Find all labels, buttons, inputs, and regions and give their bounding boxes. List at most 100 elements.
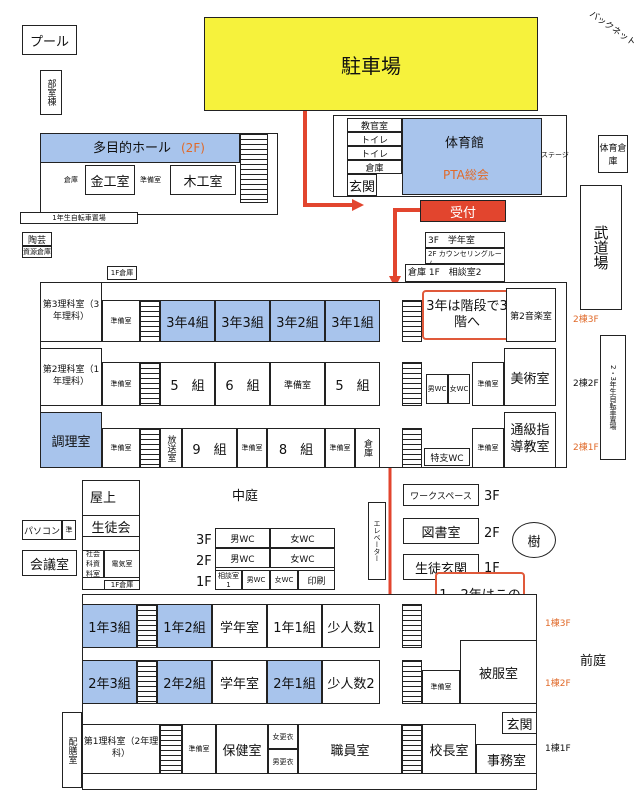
floor1-storage-2: 1F倉庫 [104,580,140,590]
bldg2-1f: 2棟1F [573,443,599,453]
library-1f: 1F [484,561,500,576]
stairs-b2-west-2 [140,362,160,406]
storage-small: 倉庫 [64,176,78,184]
parking: 駐車場 [204,17,538,111]
art-room: 美術室 [504,348,556,406]
callout-grade3: 3年は階段で3階へ [422,290,512,340]
class-3-3[interactable]: 3年3組 [215,300,270,342]
social-studies-room: 社会科資料室 [82,550,104,578]
tokushi-wc: 特支WC [424,448,470,466]
print-room: 印刷 [298,570,335,590]
rooftop: 屋上 [90,491,117,506]
storage-gym: 倉庫 [347,160,402,174]
female-wc-1f: 女WC [270,570,298,590]
stairs-b2-west [140,300,160,342]
route-arrow-reception [393,208,420,280]
grade-room-1: 学年室 [212,604,267,648]
floor1-storage: 1F倉庫 [107,266,137,280]
pool: プール [22,25,77,55]
stage-label: ステージ [541,151,569,159]
health-room: 保健室 [216,724,268,774]
stairs-b2-east-3 [402,428,422,468]
female-changing: 女更衣 [268,724,298,749]
class-6: 6 組 [215,362,270,406]
small-group-2: 少人数2 [322,660,380,704]
female-wc-3f: 女WC [270,528,335,548]
junbi-9: 準備室 [237,428,267,468]
class-3-4[interactable]: 3年4組 [160,300,215,342]
class-1-3[interactable]: 1年3組 [82,604,137,648]
junbi-8: 準備室 [325,428,355,468]
reception[interactable]: 受付 [420,200,506,222]
class-1-2[interactable]: 1年2組 [157,604,212,648]
bike-parking-23: 2・3年生自転車置場 [600,335,626,460]
serving-room: 配膳室 [62,712,82,788]
junbi-cooking: 準備室 [102,428,140,468]
gym-label: 体育館 [445,136,485,151]
entrance-bottom: 玄関 [502,712,537,734]
stairs-b2-east-2 [402,362,422,406]
pc-room: パソコン [22,520,62,540]
bldg2-3f: 2棟3F [573,315,599,325]
junbi-art: 準備室 [472,362,504,406]
pta-label: PTA総会 [443,168,489,182]
science-room-1: 第1理科室（2年理科） [82,724,160,774]
courtyard: 中庭 [232,489,259,504]
gym-storage: 体育倉庫 [598,135,628,173]
class-2-1[interactable]: 2年1組 [267,660,322,704]
floor-3f-label: 3F [196,533,212,548]
stairs-b1-west-2 [137,660,157,704]
class-2-2[interactable]: 2年2組 [157,660,212,704]
budo-hall: 武道場 [580,185,622,310]
male-wc-3f: 男WC [215,528,270,548]
toilet-1: トイレ [347,132,402,146]
tree: 樹 [512,522,556,558]
bldg1-2f: 1棟2F [545,679,571,689]
stairs-b1-west [137,604,157,648]
electric-room: 電気室 [104,550,140,578]
front-yard: 前庭 [580,654,607,669]
class-3-2[interactable]: 3年2組 [270,300,325,342]
female-wc-b2: 女WC [448,374,470,404]
bldg2-2f: 2棟2F [573,379,599,389]
sewing-room: 被服室 [460,640,537,704]
male-wc-b2: 男WC [426,374,448,404]
parking-label: 駐車場 [341,53,401,78]
office: 事務室 [476,744,537,774]
student-council: 生徒会 [82,515,140,537]
male-wc-2f: 男WC [215,548,270,568]
bike-parking-1: 1年生自転車置場 [20,212,138,224]
principal-room: 校長室 [422,724,476,774]
floor3-gakunen: 3F 学年室 [425,232,505,248]
stairs-b1-west-3 [160,724,182,774]
tsukyu-room: 通級指導教室 [504,412,556,468]
entrance-top: 玄関 [347,174,377,196]
staff-room: 職員室 [298,724,402,774]
small-group-1: 少人数1 [322,604,380,648]
class-5a: 5 組 [160,362,215,406]
male-wc-1f: 男WC [242,570,270,590]
junbi-mid: 準備室 [270,362,325,406]
multipurpose-floor: (2F) [181,141,205,155]
stairs-b2-east [402,300,422,342]
library-3f: 3F [484,489,500,504]
route-arrowhead-1 [352,199,364,211]
class-1-1[interactable]: 1年1組 [267,604,322,648]
class-3-1[interactable]: 3年1組 [325,300,380,342]
class-5b: 5 組 [325,362,380,406]
class-2-3[interactable]: 2年3組 [82,660,137,704]
grade-room-2: 学年室 [212,660,267,704]
pottery-storage: 資源倉庫 [22,246,52,258]
floor-2f-label: 2F [196,554,212,569]
class-9: 9 組 [182,428,237,468]
meeting-room: 会議室 [22,550,77,576]
stairs-multipurpose [240,133,268,203]
metal-shop: 金工室 [85,165,135,195]
gym: 体育館 PTA総会 [402,118,542,195]
junbi-tsukyu: 準備室 [472,428,504,468]
junbi-sci2: 準備室 [102,362,140,406]
elevator: エレベーター [368,502,386,580]
multipurpose-label: 多目的ホール [93,141,172,156]
junbi-hifuku: 準備室 [422,670,460,704]
class-8: 8 組 [267,428,325,468]
